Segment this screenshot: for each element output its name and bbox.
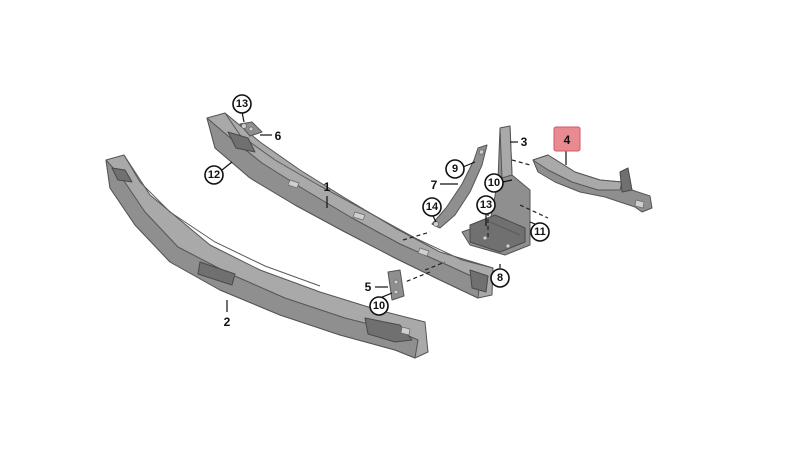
part-4-bracket — [532, 154, 653, 213]
callout-14-group[interactable]: 14 — [422, 197, 442, 217]
part-5-clip — [387, 269, 405, 301]
callout-4[interactable]: 4 — [564, 133, 571, 147]
callout-7[interactable]: 7 — [431, 178, 438, 192]
part-2-absorber — [105, 154, 429, 359]
callout-14[interactable]: 14 — [426, 201, 439, 213]
callout-6[interactable]: 6 — [275, 129, 282, 143]
callout-11-group[interactable]: 11 — [530, 222, 550, 242]
callout-13-lower[interactable]: 13 — [480, 199, 492, 211]
callout-8-group[interactable]: 8 — [490, 268, 510, 288]
callout-9[interactable]: 9 — [452, 163, 458, 175]
assembly-dashes — [402, 159, 549, 283]
callout-10a-group[interactable]: 10 — [484, 173, 504, 193]
callout-12-group[interactable]: 12 — [204, 165, 224, 185]
part-7-strut — [431, 144, 488, 229]
callout-9-group[interactable]: 9 — [445, 159, 465, 179]
item-4-highlight — [553, 126, 581, 152]
callout-11[interactable]: 11 — [534, 226, 546, 238]
part-6-bracket — [239, 121, 263, 137]
callout-1[interactable]: 1 — [324, 180, 331, 194]
callout-12[interactable]: 12 — [208, 169, 220, 181]
callout-8[interactable]: 8 — [497, 272, 503, 284]
callout-5[interactable]: 5 — [365, 280, 372, 294]
callout-13a-group[interactable]: 13 — [232, 94, 252, 114]
callout-3[interactable]: 3 — [521, 135, 528, 149]
callout-13-upper[interactable]: 13 — [236, 98, 248, 110]
callout-13b-group[interactable]: 13 — [476, 195, 496, 215]
callout-10b-group[interactable]: 10 — [369, 296, 389, 316]
callout-10-lower[interactable]: 10 — [373, 300, 385, 312]
callout-2[interactable]: 2 — [224, 315, 231, 329]
callout-10-upper[interactable]: 10 — [488, 177, 500, 189]
part-1-carrier — [206, 112, 494, 299]
